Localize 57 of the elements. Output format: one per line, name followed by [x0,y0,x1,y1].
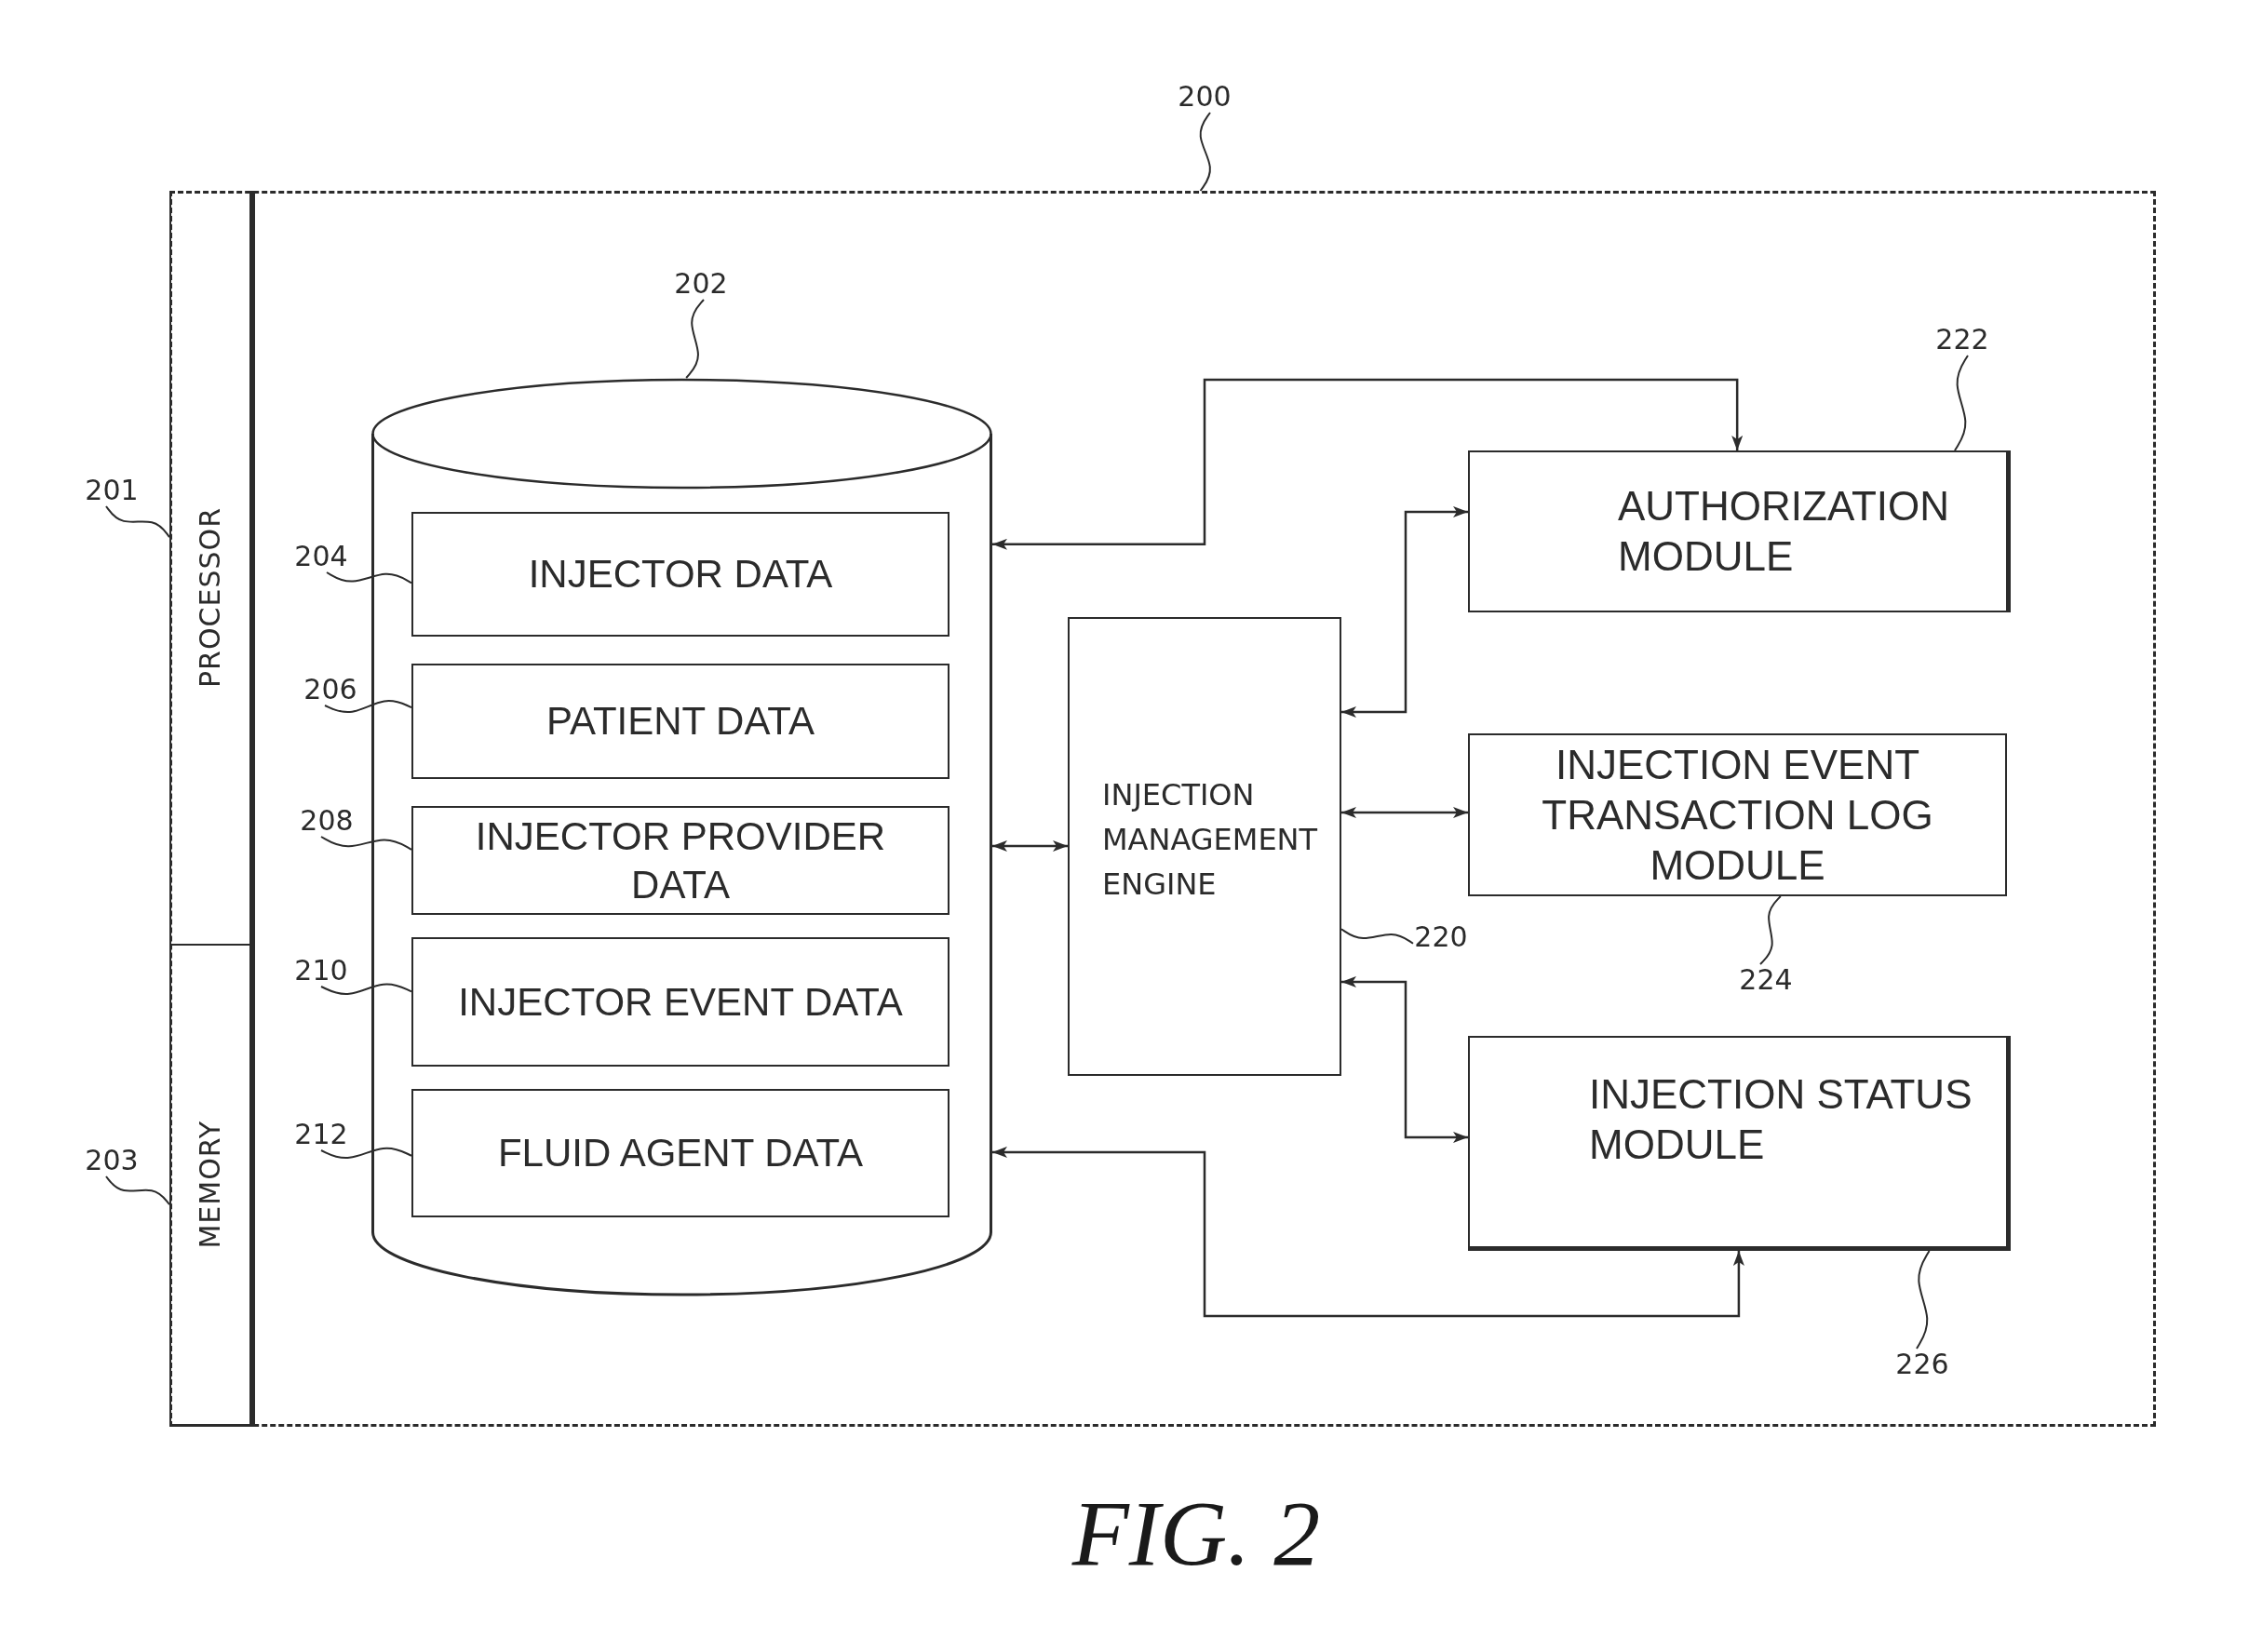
leader-line [105,1175,170,1206]
record-label: PATIENT DATA [546,698,815,745]
processor-label: PROCESSOR [194,506,227,688]
data-record-box [411,664,949,779]
module-block [1468,450,2011,612]
dashed-system-boundary [169,191,2156,1427]
memory-label: MEMORY [194,1121,227,1249]
leader-line [1916,1250,1931,1350]
double-arrow [1341,975,1468,1144]
leader-line [1759,895,1782,965]
leader-line [320,1147,412,1160]
memory-bar [169,944,255,1427]
module-label: INJECTION EVENT TRANSACTION LOG MODULE [1541,740,1934,890]
reference-numeral: 226 [1894,1349,1950,1380]
data-record-box [411,937,949,1067]
module-block [1468,1036,2011,1251]
leader-line [1199,112,1211,192]
processor-bar [169,191,255,944]
reference-numeral: 224 [1738,964,1794,996]
reference-numeral: 204 [293,541,349,572]
leader-line [320,836,412,851]
leader-line [326,571,412,584]
double-arrow [1341,505,1468,719]
module-label: INJECTION STATUS MODULE [1589,1070,1973,1169]
database-cylinder [371,378,992,1297]
data-record-box [411,1089,949,1217]
reference-numeral: 222 [1934,324,1990,356]
reference-numeral: 208 [299,805,355,837]
reference-numeral: 200 [1177,81,1232,113]
double-arrow [992,1146,1744,1318]
reference-numeral: 202 [673,268,729,300]
double-arrow [992,378,1744,550]
reference-numeral: 201 [84,475,140,506]
engine-block [1068,617,1341,1076]
record-label: INJECTOR DATA [528,551,833,598]
leader-line [105,505,170,539]
reference-numeral: 203 [84,1145,140,1176]
leader-line [1953,355,1969,451]
module-block [1468,733,2007,896]
leader-line [685,299,705,379]
reference-numeral: 220 [1413,921,1469,953]
reference-numeral: 206 [303,674,358,705]
module-label: AUTHORIZATION MODULE [1618,482,1951,581]
data-record-box [411,806,949,915]
data-record-box [411,512,949,637]
record-label: INJECTOR EVENT DATA [458,978,903,1026]
figure-caption: FIG. 2 [1071,1487,1321,1580]
leader-line [324,700,412,714]
leader-line [320,983,412,995]
record-label: INJECTOR PROVIDER DATA [474,813,887,908]
double-arrow [1341,807,1468,819]
record-label: FLUID AGENT DATA [497,1130,864,1176]
reference-numeral: 212 [293,1119,349,1150]
engine-label: INJECTION MANAGEMENT ENGINE [1102,776,1319,904]
leader-line [1340,928,1414,945]
reference-numeral: 210 [293,955,349,987]
double-arrow [992,839,1068,852]
